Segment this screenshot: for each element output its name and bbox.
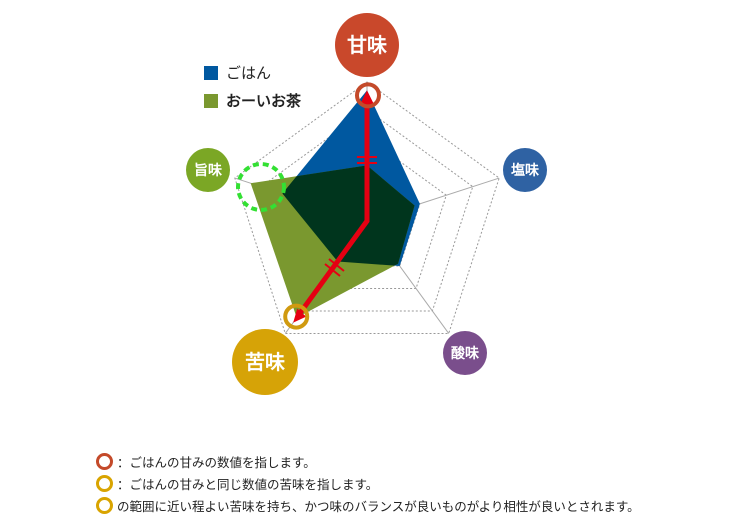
note-2: ：ごはんの甘みと同じ数値の苦味を指します。 (96, 472, 640, 494)
legend-label-gohan: ごはん (226, 64, 272, 82)
axis-label-badge (186, 148, 230, 192)
equal-tick-mark (328, 258, 345, 272)
axis-label-badge (232, 329, 298, 395)
axis-label: 苦味 (245, 350, 285, 374)
legend-tea: おーいお茶 (204, 90, 301, 111)
note-text: ：ごはんの甘みの数値を指します。 (117, 454, 316, 470)
axis-label-badge (443, 331, 487, 375)
axis-label: 酸味 (451, 345, 479, 362)
notes: ：ごはんの甘みの数値を指します。 ：ごはんの甘みと同じ数値の苦味を指します。 の… (96, 450, 640, 516)
arrow-head-up-icon (360, 90, 374, 105)
umami-highlight-dashed-circle (236, 162, 286, 212)
overlap-polygon (282, 165, 415, 266)
axis-label: 甘味 (347, 33, 387, 57)
legend-swatch-gohan (204, 65, 218, 80)
note-1: ：ごはんの甘みの数値を指します。 (96, 450, 640, 472)
yellow-ring-icon (96, 496, 113, 514)
arrow-head-down-icon (293, 308, 307, 323)
yellow-ring-icon (96, 474, 113, 492)
legend-label-tea: おーいお茶 (226, 92, 302, 110)
bitter-value-ring (283, 303, 310, 330)
red-arrow-line (296, 100, 370, 318)
axis-label-badge (335, 13, 399, 77)
note-text: の範囲に近い程よい苦味を持ち、かつ味のバランスが良いものがより相性が良いとされま… (117, 498, 640, 514)
axis-label: 塩味 (511, 162, 539, 179)
note-text: ：ごはんの甘みと同じ数値の苦味を指します。 (117, 476, 379, 492)
legend-swatch-tea (204, 93, 218, 108)
axis-label: 旨味 (194, 163, 222, 179)
sweet-value-ring (355, 82, 381, 109)
red-ring-icon (96, 452, 113, 470)
legend-gohan: ごはん (204, 62, 271, 83)
note-3: の範囲に近い程よい苦味を持ち、かつ味のバランスが良いものがより相性が良いとされま… (96, 494, 640, 516)
grid-ring (260, 109, 474, 312)
grid-ring (234, 81, 500, 334)
equal-tick-mark (324, 263, 341, 277)
axis-label-badge (503, 148, 547, 192)
